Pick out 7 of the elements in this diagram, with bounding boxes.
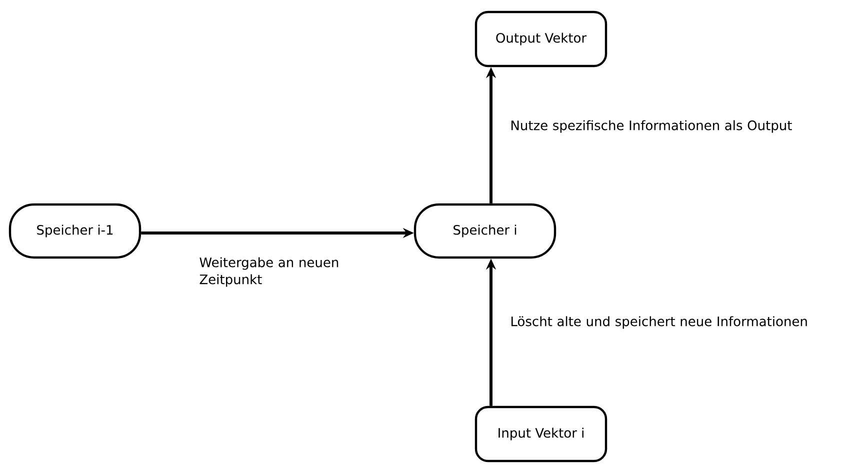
memory-node: Speicher i [414, 203, 556, 259]
edge-label: Löscht alte und speichert neue Informationen [511, 316, 807, 329]
process-box: Input Vektor i [474, 406, 608, 462]
edge-label: Nutze spezifische Informationen als Output [511, 120, 792, 133]
edge-label: Weitergabe an neuen Zeitpunkt [200, 257, 338, 287]
memory-node: Speicher i-1 [8, 203, 142, 259]
process-box: Output Vektor [474, 10, 608, 68]
